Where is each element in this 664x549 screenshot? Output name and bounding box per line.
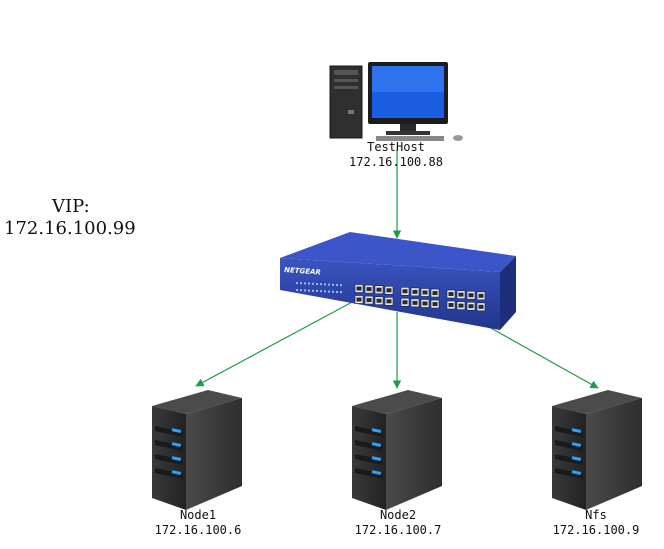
node1-server-icon — [152, 390, 242, 510]
nfs-name: Nfs — [585, 508, 607, 522]
node2-ip: 172.16.100.7 — [354, 523, 442, 537]
network-switch-icon: NETGEAR — [280, 232, 516, 330]
nfs-ip: 172.16.100.9 — [552, 523, 640, 537]
vip-label: VIP: — [52, 196, 90, 217]
link-switch-nfs — [479, 321, 599, 389]
node2-name: Node2 — [379, 508, 417, 522]
node1-ip: 172.16.100.6 — [154, 523, 242, 537]
node1-name: Node1 — [179, 508, 217, 522]
testhost-ip: 172.16.100.88 — [349, 155, 443, 169]
link-switch-node1 — [195, 299, 357, 387]
switch-brand-label: NETGEAR — [284, 266, 321, 277]
vip-address: 172.16.100.99 — [4, 218, 136, 239]
testhost-name: TestHost — [367, 140, 425, 154]
node2-server-icon — [352, 390, 442, 510]
servers-layer — [152, 390, 642, 510]
nfs-server-icon — [552, 390, 642, 510]
testhost-computer-icon — [329, 62, 463, 141]
links-layer — [195, 150, 599, 389]
switch-ports — [296, 282, 486, 312]
